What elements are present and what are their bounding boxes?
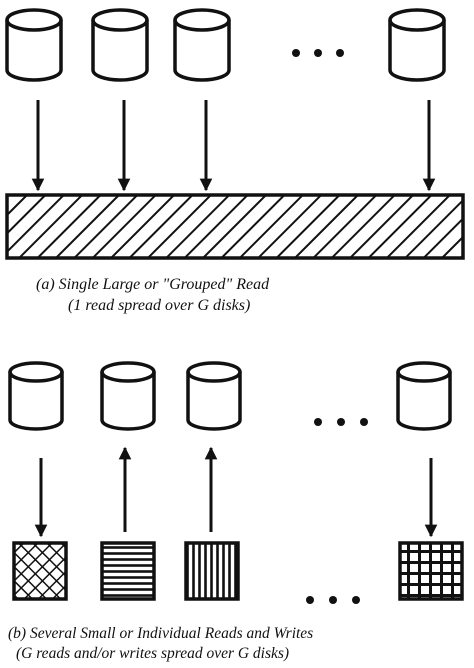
horizontal-lines-block (100, 541, 156, 601)
disk-cylinder-icon (173, 8, 231, 82)
vertical-lines-block (184, 541, 240, 601)
grouped-read-block (5, 193, 465, 260)
panel-b-subcaption: (G reads and/or writes spread over G dis… (16, 645, 290, 662)
disk-cylinder-icon (396, 361, 452, 431)
disk-cylinder-icon (388, 8, 446, 82)
disk-cylinder-icon (5, 8, 63, 82)
panel-b (8, 361, 464, 604)
panel-b-caption: (b) Several Small or Individual Reads an… (8, 625, 314, 642)
disk-cylinder-icon (8, 361, 64, 431)
ellipsis-icon (314, 418, 368, 426)
panel-a (5, 8, 465, 260)
panel-a-subcaption: (1 read spread over G disks) (68, 297, 251, 314)
disk-cylinder-icon (186, 361, 242, 431)
crosshatch-block (12, 541, 68, 601)
grid-block (398, 541, 464, 601)
disk-cylinder-icon (91, 8, 149, 82)
panel-a-caption: (a) Single Large or "Grouped" Read (36, 276, 270, 293)
ellipsis-icon (292, 49, 344, 57)
disk-cylinder-icon (100, 361, 156, 431)
ellipsis-icon (306, 596, 360, 604)
